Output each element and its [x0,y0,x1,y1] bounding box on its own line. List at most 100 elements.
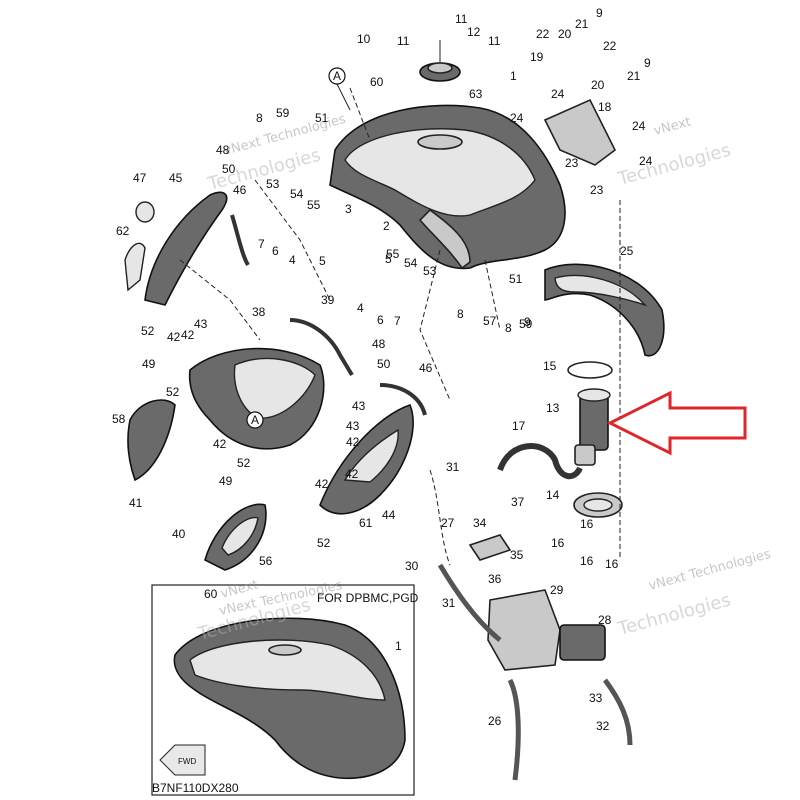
side-cover-assembly [127,347,325,482]
callout-55-2: 55 [386,247,400,261]
callout-11-3: 11 [488,34,501,48]
callout-7-1: 7 [258,237,265,251]
callout-12: 12 [467,25,481,39]
callout-42-3: 42 [213,437,227,451]
callout-59-1: 59 [276,106,290,120]
callout-34: 34 [473,516,487,530]
callout-4-1: 4 [289,253,296,267]
callout-52-2: 52 [166,385,180,399]
callout-24-3: 24 [632,119,646,133]
callout-48-1: 48 [216,143,230,157]
reference-mark-top: A [328,67,351,111]
callout-9-3: 9 [524,315,531,329]
callout-54-2: 54 [404,256,418,270]
callout-54-1: 54 [290,187,304,201]
fwd-arrow-icon: FWD [159,744,206,776]
callout-60-2: 60 [204,587,218,601]
callout-22-2: 22 [603,39,617,53]
watermark-short: vNext [652,115,693,139]
callout-20-2: 20 [591,78,605,92]
callout-33: 33 [589,691,603,705]
callout-52-1: 52 [141,324,155,338]
callout-10: 10 [357,32,371,46]
callout-43-1: 43 [194,317,208,331]
inset-label: FOR DPBMC,PGD [317,591,419,605]
callout-56: 56 [259,554,273,568]
callout-42-6: 42 [345,467,359,481]
callout-58: 58 [112,412,126,426]
callout-47: 47 [133,171,147,185]
callout-16-2: 16 [551,536,565,550]
callout-23-1: 23 [565,156,579,170]
callout-8-2: 8 [457,307,464,321]
callout-49-2: 49 [219,474,233,488]
callout-2: 2 [383,219,390,233]
inset-box [151,584,415,796]
watermark-text: vNext Technologies [647,547,772,594]
callout-9-2: 9 [644,56,651,70]
callout-43-3: 43 [352,399,366,413]
callout-51-1: 51 [315,111,329,125]
callout-16-3: 16 [580,554,594,568]
callout-42-2: 42 [181,328,195,342]
tube-46 [379,383,427,416]
callout-25: 25 [620,244,634,258]
callout-43-2: 43 [346,419,360,433]
callout-20-1: 20 [558,27,572,41]
reference-mark-label: A [251,413,259,427]
callout-31-2: 31 [442,596,456,610]
watermark-tech: Technologies [615,590,733,640]
pump-plate [573,492,623,518]
hose-bracket [468,534,512,561]
callout-16-4: 16 [605,557,619,571]
callout-21-2: 21 [627,69,641,83]
callout-16-1: 16 [580,517,594,531]
callout-42-1: 42 [167,330,181,344]
callout-40: 40 [172,527,186,541]
callout-4-2: 4 [357,301,364,315]
callout-14: 14 [546,488,560,502]
front-panel [204,503,267,571]
callout-8-1: 8 [256,111,263,125]
reference-mark-side: A [246,411,264,429]
hose-30 [437,563,502,642]
callout-24-4: 24 [639,154,653,168]
callout-11-1: 11 [455,12,468,26]
callout-28: 28 [598,613,612,627]
callout-24-2: 24 [510,111,524,125]
callout-42-5: 42 [346,435,360,449]
callout-62: 62 [116,224,130,238]
callout-38: 38 [252,305,266,319]
hose-26 [507,678,521,781]
callout-42-4: 42 [315,477,329,491]
callout-18: 18 [598,100,612,114]
fuel-pump [574,388,611,466]
callout-50-2: 50 [377,357,391,371]
fwd-label: FWD [178,757,196,766]
callout-57: 57 [483,314,497,328]
callout-51-2: 51 [509,272,523,286]
callout-22-1: 22 [536,27,550,41]
tank-side-cover [544,263,665,357]
callout-23-2: 23 [590,183,604,197]
callout-37: 37 [511,495,525,509]
callout-17: 17 [512,419,526,433]
callout-49-1: 49 [142,357,156,371]
callout-39: 39 [321,293,335,307]
callout-46-2: 46 [419,361,433,375]
callout-32: 32 [596,719,610,733]
callout-50-1: 50 [222,162,236,176]
callout-48-2: 48 [372,337,386,351]
callout-36: 36 [488,572,502,586]
callout-59-2: 59 [519,317,533,331]
callout-7-2: 7 [394,314,401,328]
callout-61: 61 [359,516,373,530]
callout-45: 45 [169,171,183,185]
fuel-hose [497,443,583,480]
cable-39 [289,318,354,377]
callout-31-1: 31 [446,460,460,474]
watermark-tech: Technologies [615,140,733,190]
callout-9-1: 9 [596,6,603,20]
callout-29: 29 [550,583,564,597]
